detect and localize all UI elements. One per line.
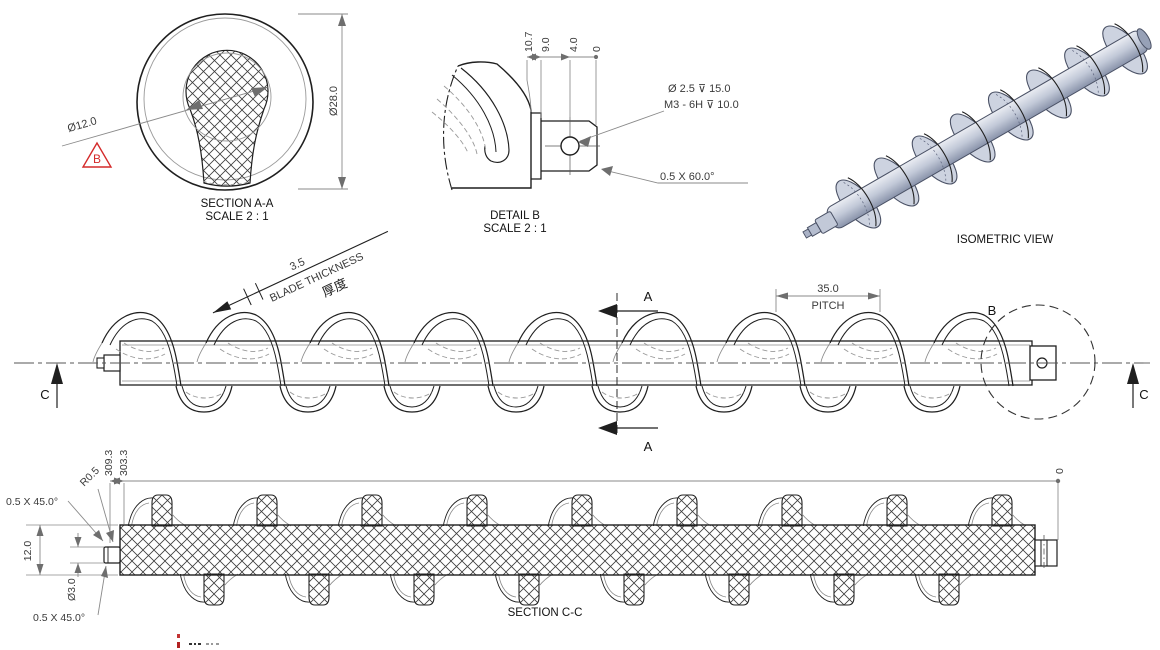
hole-callout-leader: [579, 110, 665, 142]
arrowhead: [106, 530, 114, 542]
ordinate-0: 0: [1054, 468, 1066, 474]
blade-hidden-edge: [443, 85, 487, 153]
cut-arrow-bottom: [598, 421, 617, 435]
arrowhead: [114, 477, 124, 485]
iso-end-cap: [1136, 28, 1152, 50]
ordinate-origin-dot: [593, 54, 599, 60]
ordinate-10-7: 10.7: [523, 31, 535, 52]
chamfer-note: 0.5 X 60.0°: [660, 171, 715, 183]
blade-hidden-edge: [436, 98, 478, 155]
view-isometric: ISOMETRIC VIEW: [802, 23, 1152, 246]
right-stub-section: [1034, 539, 1058, 567]
hidden-edge: [202, 180, 252, 186]
arrowhead: [578, 136, 591, 147]
arrowhead: [74, 563, 82, 573]
detail-b-circle: [980, 304, 1096, 420]
arrowhead: [36, 525, 44, 536]
leader-line: [212, 230, 389, 314]
blade-thickness-callout: 3.5 BLADE THICKNESS 厚度: [212, 230, 389, 314]
hole-note-line2: M3 - 6H ⊽ 10.0: [664, 99, 739, 111]
hole-note-line1: Ø 2.5 ⊽ 15.0: [668, 83, 730, 95]
detail-b-scale: SCALE 2 : 1: [483, 223, 546, 235]
detail-b-callout-label: B: [988, 303, 997, 318]
chamfer-leader: [603, 169, 659, 184]
stray-marks: [177, 634, 219, 648]
cut-arrow-c-right: [1127, 363, 1139, 384]
blade-edge: [451, 74, 497, 153]
section-a-label-top: A: [644, 289, 653, 304]
ordinate-4-0: 4.0: [568, 37, 580, 52]
dim-outer-dia: Ø28.0: [328, 86, 340, 116]
arrowhead: [868, 292, 880, 300]
section-aa-scale: SCALE 2 : 1: [205, 211, 268, 223]
datum-triangle-icon: [81, 141, 113, 168]
cut-arrow-c-left: [51, 363, 63, 384]
stub-dia-dim: Ø3.0: [66, 578, 78, 601]
arrowhead: [338, 177, 346, 189]
section-c-label-left: C: [40, 387, 49, 402]
section-c-label-right: C: [1139, 387, 1148, 402]
ordinate-303-3: 303.3: [118, 450, 130, 476]
tapped-hole: [560, 136, 580, 156]
pitch-label: PITCH: [812, 300, 845, 312]
arrowhead: [74, 537, 82, 547]
view-side-elevation: B A A C C 3.5 BLADE THICKNESS 厚度: [14, 230, 1150, 454]
tick: [243, 288, 252, 306]
arrowhead: [338, 14, 346, 26]
chamfer-top-note: 0.5 X 45.0°: [6, 496, 58, 508]
ordinate-309-3: 309.3: [103, 450, 115, 476]
iso-shaft: [826, 30, 1149, 229]
datum-label: B: [93, 152, 101, 166]
pitch-value: 35.0: [817, 283, 838, 295]
shaft-section-bar: [119, 524, 1036, 576]
blade-thickness-value: 3.5: [288, 256, 307, 273]
arrowhead: [776, 292, 788, 300]
section-aa-title: SECTION A-A: [201, 198, 274, 210]
blade-hidden-edge: [431, 111, 469, 154]
blade-thickness-label: BLADE THICKNESS: [268, 251, 365, 305]
dim-bore-dia: Ø12.0: [66, 115, 98, 135]
ordinate-0: 0: [591, 46, 603, 52]
view-detail-b: 10.7 9.0 4.0 0 Ø 2.5 ⊽ 15.0 M3 - 6H ⊽ 10…: [431, 31, 748, 235]
dia12-leader-line: [61, 86, 269, 147]
shoulder-ring: [531, 112, 542, 180]
bore-fit-circle: [182, 52, 272, 142]
tick: [254, 283, 264, 300]
iso-tip: [802, 228, 813, 239]
iso-flight-front-wraps: [843, 23, 1144, 228]
fillet-note: R0.5: [78, 465, 102, 489]
section-cc-title: SECTION C-C: [508, 607, 583, 619]
section-a-label-bottom: A: [644, 439, 653, 454]
ext-line: [526, 60, 532, 113]
arrowhead: [601, 166, 613, 176]
break-arc-centerline: [443, 65, 459, 191]
blade-edge: [460, 67, 510, 163]
arrowhead: [186, 100, 203, 110]
isometric-title: ISOMETRIC VIEW: [957, 234, 1054, 246]
ordinate-origin-dot: [1055, 478, 1061, 484]
keyhole-hatched-bore: [185, 49, 269, 187]
detail-b-title: DETAIL B: [490, 210, 540, 222]
view-section-cc: 309.3 303.3 0 0.5 X 45.0° R0.5 12.0 Ø3.0…: [6, 450, 1066, 648]
cut-arrow-top: [598, 304, 617, 318]
ordinate-9-0: 9.0: [540, 37, 552, 52]
arrowhead: [212, 301, 232, 313]
thickness-dim: 12.0: [22, 541, 34, 562]
arrowhead: [93, 530, 103, 541]
arrowhead: [251, 87, 268, 97]
disc-outline: [452, 61, 532, 189]
view-section-aa: Ø12.0 B Ø28.0 SECTION A-A SCALE 2 : 1: [61, 13, 348, 223]
arrowhead: [101, 566, 108, 578]
arrowhead: [532, 53, 541, 61]
arrowhead: [36, 564, 44, 575]
chamfer-bottom-note: 0.5 X 45.0°: [33, 612, 85, 624]
left-stub-section: [103, 546, 121, 564]
arrowhead: [561, 53, 570, 61]
isometric-auger: [802, 23, 1152, 239]
